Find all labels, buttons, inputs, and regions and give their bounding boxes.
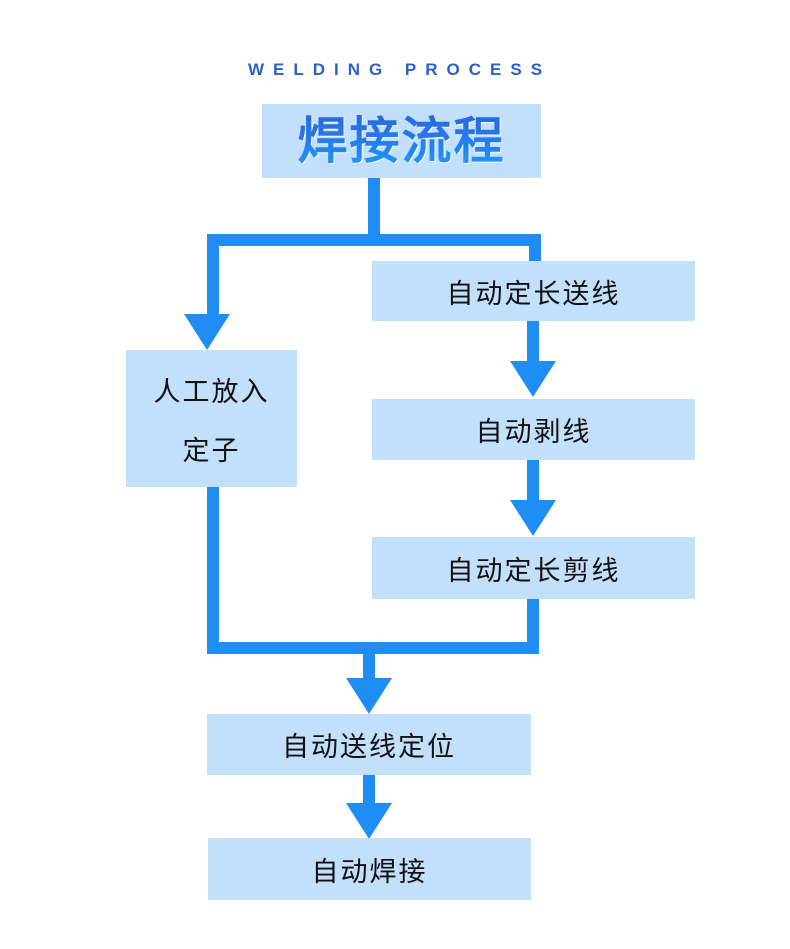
node-manual-insert-line2: 定子 <box>182 435 241 466</box>
connector-right-branch-down <box>529 234 541 262</box>
node-auto-feed-length[interactable]: 自动定长送线 <box>372 261 695 321</box>
node-manual-insert[interactable]: 人工放入 定子 <box>126 350 297 487</box>
connector-title-stem <box>368 178 380 246</box>
node-auto-cut-length-label: 自动定长剪线 <box>446 555 621 586</box>
connector-left-branch-down <box>207 234 219 316</box>
arrowhead-to-feed-position <box>346 678 392 714</box>
page-title: 焊接流程 <box>262 104 541 178</box>
node-manual-insert-line1: 人工放入 <box>153 376 270 407</box>
connector-feed-to-strip <box>527 321 539 363</box>
arrowhead-to-auto-weld <box>346 803 392 839</box>
node-auto-cut-length[interactable]: 自动定长剪线 <box>372 537 695 599</box>
connector-strip-to-cut <box>527 460 539 504</box>
arrowhead-to-auto-strip <box>510 361 556 397</box>
connector-manual-insert-down <box>207 487 219 654</box>
node-auto-strip-label: 自动剥线 <box>475 417 592 447</box>
eyebrow-label: WELDING PROCESS <box>247 60 552 79</box>
arrowhead-to-manual-insert <box>184 314 230 350</box>
connector-merge-stem <box>363 642 375 682</box>
connector-cut-down <box>527 599 539 654</box>
title-box: 焊接流程 <box>262 104 541 178</box>
node-auto-feed-position[interactable]: 自动送线定位 <box>207 714 531 775</box>
arrowhead-to-auto-cut <box>510 500 556 536</box>
connector-position-to-weld <box>363 775 375 807</box>
node-auto-feed-position-label: 自动送线定位 <box>282 732 456 762</box>
connector-top-split-bar <box>207 234 541 246</box>
node-auto-strip[interactable]: 自动剥线 <box>372 399 695 460</box>
node-auto-weld[interactable]: 自动焊接 <box>208 838 531 900</box>
node-auto-feed-length-label: 自动定长送线 <box>446 278 621 309</box>
node-auto-weld-label: 自动焊接 <box>311 856 428 887</box>
